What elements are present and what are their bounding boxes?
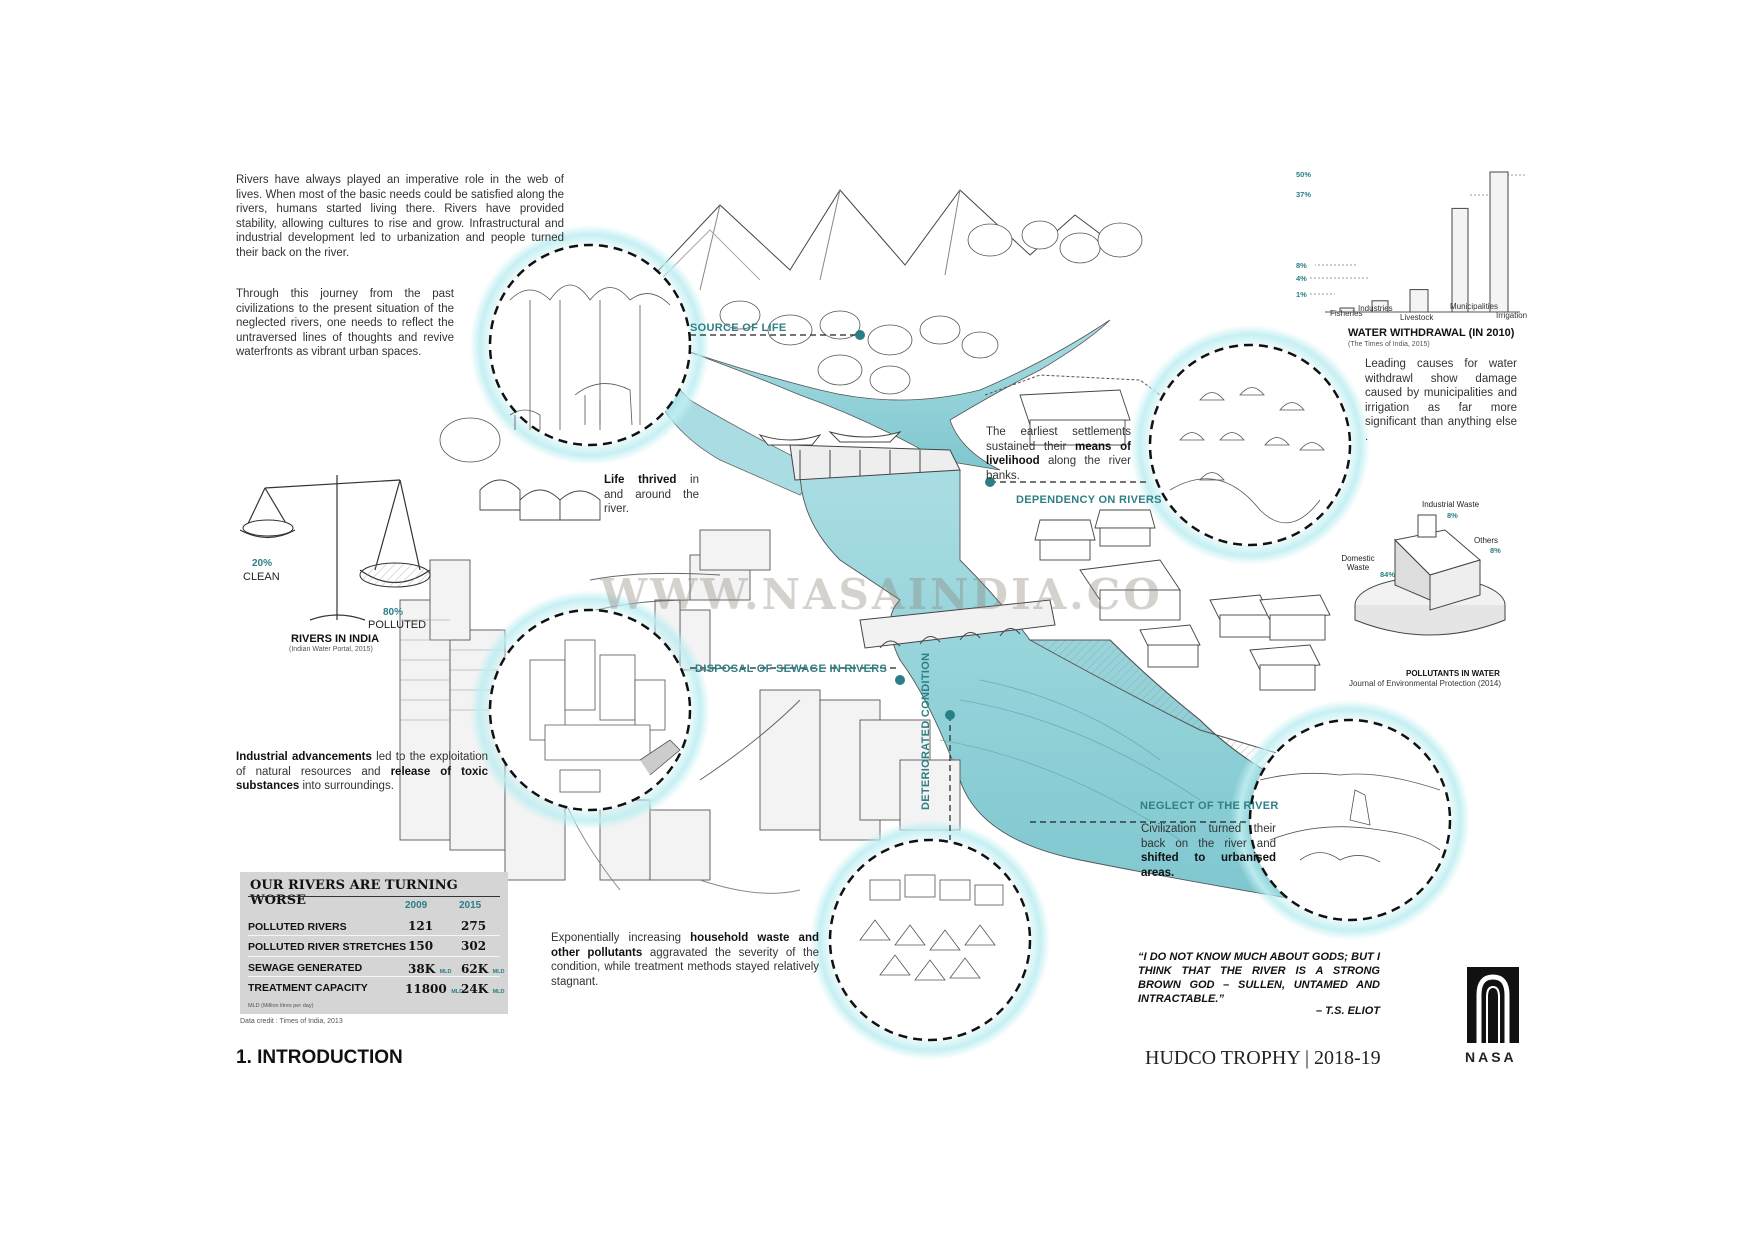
- withdrawal-tick: 37%: [1296, 190, 1312, 199]
- callout-source-of-life: SOURCE OF LIFE: [690, 322, 787, 334]
- withdrawal-bar-irrigation: [1489, 171, 1509, 313]
- vignette-sketch-forest: [509, 284, 671, 430]
- table-year-2009: 2009: [405, 900, 428, 911]
- withdrawal-category-industries: Industries: [1358, 304, 1393, 313]
- callout-connectors: [690, 334, 1250, 840]
- withdrawal-tick: 8%: [1296, 261, 1307, 270]
- table-credit: Data credit : Times of India, 2013: [240, 1018, 343, 1025]
- withdrawal-tick: 50%: [1296, 170, 1312, 179]
- industrial-waste-pct: 8%: [1447, 511, 1458, 520]
- others-label: Others: [1474, 536, 1499, 545]
- table-row-2009: 38K MLD: [408, 962, 452, 976]
- table-row-divider: [248, 976, 500, 977]
- quote-text: “I DO NOT KNOW MUCH ABOUT GODS; BUT I TH…: [1138, 951, 1380, 1005]
- vignette-source-of-life: [488, 243, 692, 447]
- note-life-thrived: Life thrived in and around the river.: [604, 474, 699, 515]
- withdrawal-tick: 1%: [1296, 290, 1307, 299]
- table-row-2009: 11800 MLD: [405, 982, 464, 996]
- withdrawal-category-irrigation: Irrigation: [1496, 311, 1528, 320]
- withdrawal-category-municipalities: Municipalities: [1450, 302, 1499, 311]
- nasa-logo: [1467, 967, 1519, 1043]
- others-pct: 8%: [1490, 546, 1501, 555]
- table-row-divider: [248, 956, 500, 957]
- boats: [758, 430, 902, 446]
- quote-author: – T.S. ELIOT: [1316, 1005, 1380, 1017]
- withdrawal-tick: 4%: [1296, 274, 1307, 283]
- domestic-waste-pct: 84%: [1380, 570, 1396, 579]
- polluted-pct: 80%: [383, 607, 404, 618]
- watermark: WWW.NASAINDIA.CO: [600, 570, 1163, 619]
- table-row-2009: 150: [408, 939, 434, 953]
- bridge-upper: [789, 444, 961, 481]
- nasa-logo-text: NASA: [1465, 1049, 1517, 1065]
- rivers-in-india-source: (Indian Water Portal, 2015): [289, 646, 373, 653]
- withdrawal-title: WATER WITHDRAWAL (IN 2010): [1348, 327, 1515, 339]
- table-row-label: POLLUTED RIVER STRETCHES: [248, 941, 407, 953]
- table-year-2015: 2015: [459, 900, 482, 911]
- withdrawal-bar-livestock: [1409, 289, 1429, 313]
- withdrawal-category-fisheries: Fisheries: [1330, 309, 1363, 318]
- note-settlements: The earliest settlements sustained their…: [986, 426, 1131, 482]
- huts: [479, 389, 1331, 691]
- rivers-worse-table: OUR RIVERS ARE TURNING WORSE 2009 2015 P…: [240, 872, 508, 1014]
- trophy-label: HUDCO TROPHY | 2018-19: [1145, 1047, 1381, 1069]
- clean-label: CLEAN: [243, 571, 280, 583]
- withdrawal-bar-municipalities: [1451, 207, 1469, 313]
- pollutants-diagram: [1354, 514, 1506, 636]
- note-industrial: Industrial advancements led to the explo…: [236, 751, 488, 792]
- withdrawal-description: Leading causes for water withdrawl show …: [1365, 358, 1517, 443]
- vignette-sketch-village: [1169, 387, 1325, 524]
- pollutants-source: Journal of Environmental Protection (201…: [1348, 679, 1502, 688]
- section-title: 1. INTRODUCTION: [236, 1047, 403, 1068]
- scale-pan-polluted: [359, 562, 431, 588]
- vignette-dependency: [1148, 343, 1352, 547]
- callout-disposal: DISPOSAL OF SEWAGE IN RIVERS: [695, 663, 888, 675]
- table-row-2015: 302: [461, 939, 487, 953]
- rivers-in-india-title: RIVERS IN INDIA: [291, 633, 380, 645]
- connector-dots: [855, 330, 995, 720]
- table-divider: [248, 896, 500, 897]
- note-household-waste: Exponentially increasing household waste…: [551, 932, 819, 988]
- callout-deteriorated: DETERIORATED CONDITION: [920, 652, 932, 810]
- clean-pct: 20%: [252, 558, 273, 569]
- vignette-sketch-neglect: [1259, 772, 1441, 863]
- withdrawal-category-livestock: Livestock: [1400, 313, 1434, 322]
- domestic-waste-label: Domestic Waste: [1341, 554, 1375, 572]
- pollutants-title: POLLUTANTS IN WATER: [1406, 669, 1500, 678]
- table-row-2015: 24K MLD: [461, 982, 505, 996]
- scale-pan-clean: [242, 519, 294, 537]
- polluted-label: POLLUTED: [368, 619, 427, 631]
- table-footnote: MLD (Million litres per day): [248, 1003, 314, 1009]
- table-row-2015: 62K MLD: [461, 962, 505, 976]
- intro-paragraph-1: Rivers have always played an imperative …: [236, 174, 564, 259]
- balance-scale: [239, 475, 431, 621]
- river-upper: [669, 319, 1111, 471]
- industrial-waste-label: Industrial Waste: [1422, 500, 1480, 509]
- forest-sketch: [439, 220, 1143, 463]
- bridge-lower: [859, 599, 1056, 649]
- note-neglect: Civilization turned their back on the ri…: [1141, 823, 1276, 879]
- intro-paragraph-2: Through this journey from the past civil…: [236, 288, 454, 358]
- callout-neglect: NEGLECT OF THE RIVER: [1140, 800, 1279, 812]
- table-row-2015: 275: [461, 919, 487, 933]
- table-row-label: TREATMENT CAPACITY: [248, 982, 368, 994]
- withdrawal-source: (The Times of India, 2015): [1348, 341, 1430, 348]
- table-row-label: POLLUTED RIVERS: [248, 921, 347, 933]
- table-row-divider: [248, 935, 500, 936]
- nasa-logo-arch: [1476, 974, 1510, 1043]
- vignette-sketch-city: [529, 639, 681, 793]
- callout-dependency: DEPENDENCY ON RIVERS: [1016, 494, 1162, 506]
- vignette-sketch-slum: [859, 874, 1004, 981]
- table-row-label: SEWAGE GENERATED: [248, 962, 363, 974]
- table-row-2009: 121: [408, 919, 434, 933]
- withdrawal-bars: [1325, 171, 1520, 313]
